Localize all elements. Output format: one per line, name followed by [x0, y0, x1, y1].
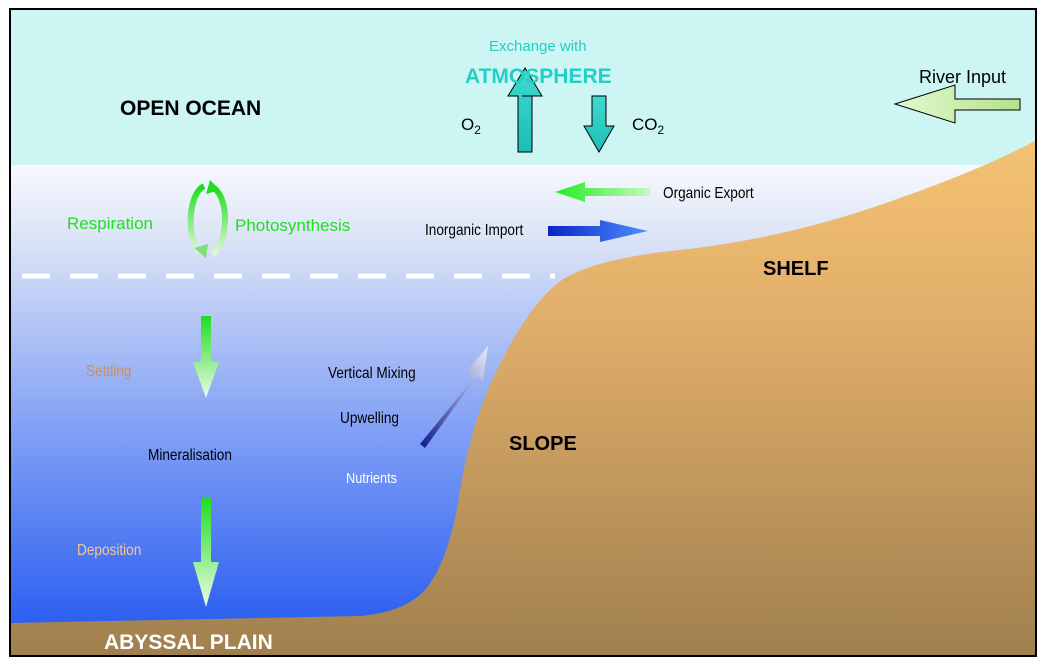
- shelf-label: SHELF: [763, 258, 829, 280]
- settling-label: Settling: [86, 363, 132, 380]
- o2-label: O2: [461, 115, 481, 136]
- down-arrow-icon: [583, 95, 615, 154]
- co2-base: CO: [632, 115, 658, 134]
- left-arrow-icon: [893, 84, 1021, 124]
- upwelling-label: Upwelling: [340, 410, 399, 427]
- river-input-label: River Input: [919, 67, 1007, 87]
- open-ocean-label: OPEN OCEAN: [120, 97, 262, 120]
- atmosphere-label: ATMOSPHERE: [465, 65, 612, 88]
- o2-subscript: 2: [474, 123, 481, 137]
- diagonal-up-arrow-icon: [420, 346, 488, 448]
- mineralisation-label: Mineralisation: [148, 447, 232, 464]
- left-arrow-icon: [555, 182, 650, 202]
- exchange-with-label: Exchange with: [489, 38, 587, 55]
- co2-label: CO2: [632, 115, 664, 136]
- up-arrow-icon: [507, 67, 543, 153]
- nutrients-label: Nutrients: [346, 470, 398, 487]
- o2-base: O: [461, 115, 475, 134]
- respiration-label: Respiration: [67, 214, 153, 233]
- photosynthesis-label: Photosynthesis: [235, 216, 351, 235]
- organic-export-label: Organic Export: [663, 185, 754, 202]
- vertical-mixing-label: Vertical Mixing: [328, 365, 416, 382]
- right-arrow-icon: [548, 220, 648, 242]
- inorganic-import-label: Inorganic Import: [425, 222, 524, 239]
- co2-subscript: 2: [657, 123, 665, 137]
- slope-label: SLOPE: [509, 433, 577, 455]
- abyssal-plain-label: ABYSSAL PLAIN: [104, 631, 273, 654]
- cycle-arrows-icon: [187, 180, 228, 258]
- deposition-label: Deposition: [77, 542, 142, 559]
- down-arrow-icon: [193, 498, 219, 607]
- down-arrow-icon: [193, 316, 219, 398]
- seafloor-land: [11, 141, 1035, 655]
